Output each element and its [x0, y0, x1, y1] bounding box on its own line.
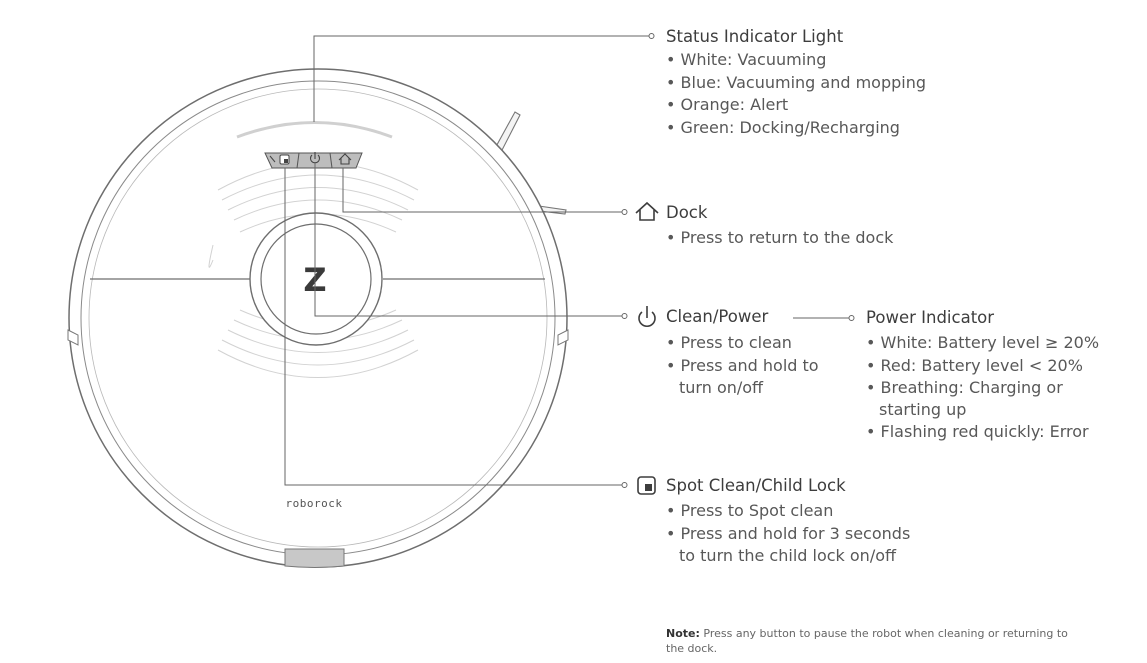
spot-clean-item: to turn the child lock on/off	[679, 546, 897, 565]
power-indicator-item: • White: Battery level ≥ 20%	[866, 333, 1099, 352]
status-light-item: • White: Vacuuming	[666, 50, 826, 69]
robot-body	[67, 68, 569, 568]
power-indicator-item: • Flashing red quickly: Error	[866, 422, 1089, 441]
note-text: Press any button to pause the robot when…	[666, 627, 1068, 655]
clean-power-title: Clean/Power	[666, 307, 768, 326]
dock-title: Dock	[666, 203, 708, 222]
spot-clean-item: • Press and hold for 3 seconds	[666, 524, 910, 543]
note-label: Note:	[666, 627, 700, 640]
status-light-title: Status Indicator Light	[666, 27, 844, 46]
spot-clean-title: Spot Clean/Child Lock	[666, 476, 846, 495]
callout-leaders	[284, 33, 855, 488]
clean-power-item: • Press and hold to	[666, 356, 819, 375]
status-light-item: • Green: Docking/Recharging	[666, 118, 900, 137]
clean-power-item: turn on/off	[679, 378, 764, 397]
panel-spot-clean-button[interactable]	[269, 154, 290, 165]
power-indicator-item: • Red: Battery level < 20%	[866, 356, 1083, 375]
power-indicator-title: Power Indicator	[866, 308, 994, 327]
power-indicator-item: starting up	[879, 400, 966, 419]
power-indicator-item: • Breathing: Charging or	[866, 378, 1063, 397]
panel-power-button[interactable]	[309, 152, 321, 164]
spot-clean-item: • Press to Spot clean	[666, 501, 833, 520]
status-light-item: • Orange: Alert	[666, 95, 788, 114]
panel-dock-button[interactable]	[338, 153, 352, 165]
dock-item: • Press to return to the dock	[666, 228, 894, 247]
status-light-item: • Blue: Vacuuming and mopping	[666, 73, 926, 92]
spot-clean-icon	[637, 476, 656, 495]
clean-power-item: • Press to clean	[666, 333, 792, 352]
robot-brand-label: roborock	[286, 497, 343, 510]
footnote: Note: Press any button to pause the robo…	[666, 626, 1086, 656]
home-icon	[635, 201, 659, 221]
power-icon	[638, 306, 656, 327]
